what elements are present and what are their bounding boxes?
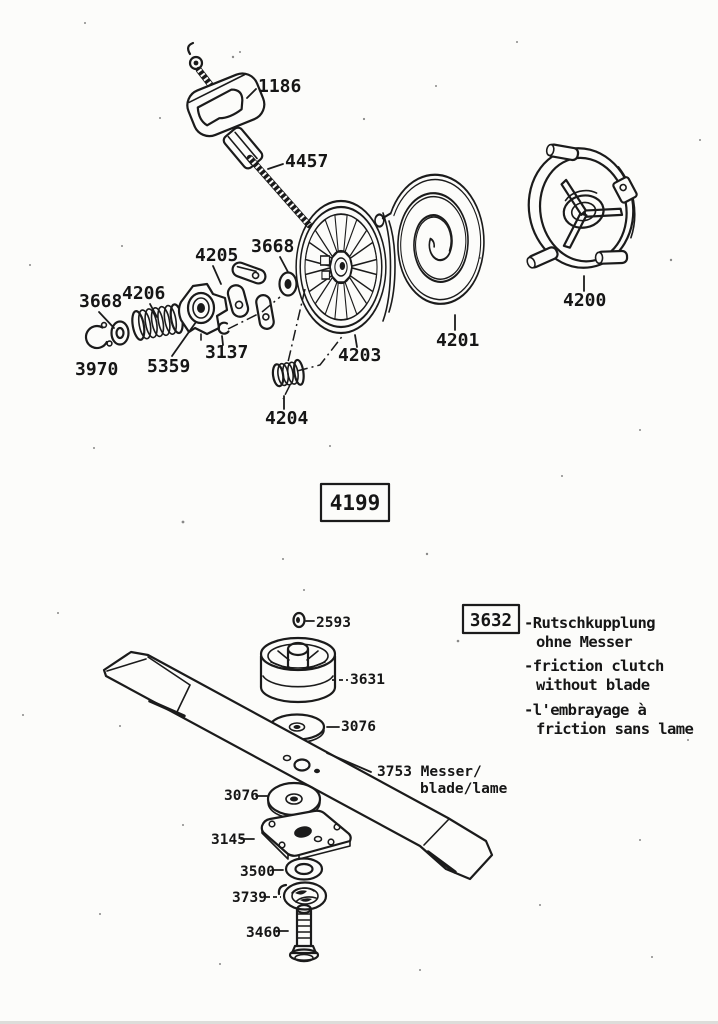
part-label-3460: 3460 — [246, 925, 281, 941]
scan-noise — [0, 22, 718, 1024]
rope-knot — [186, 41, 204, 71]
clamp-plate-3145 — [260, 809, 352, 860]
starter-handle — [186, 72, 266, 138]
part-label-3668-left: 3668 — [79, 291, 122, 312]
part-label-3668-right: 3668 — [251, 236, 294, 257]
part-label-3970: 3970 — [75, 359, 118, 380]
assembly-axis-lines — [227, 288, 345, 400]
leader-lines-lower — [240, 620, 372, 932]
part-label-4200: 4200 — [563, 290, 606, 311]
spiral-spring — [374, 173, 485, 305]
leader-lines-upper — [98, 88, 585, 410]
rope-pulley — [295, 199, 396, 335]
note-fr-line2: friction sans lame — [536, 720, 693, 738]
cam-5359 — [177, 282, 229, 341]
note-block: -Rutschkupplung ohne Messer -friction cl… — [524, 614, 694, 738]
part-label-3145: 3145 — [211, 832, 246, 848]
bolt-3460 — [288, 903, 320, 963]
o-ring-2593 — [292, 611, 306, 629]
note-en-line1: -friction clutch — [524, 657, 664, 675]
part-label-4457: 4457 — [285, 151, 328, 172]
washer-3500 — [284, 857, 324, 881]
part-label-4204: 4204 — [265, 408, 309, 429]
part-label-1186: 1186 — [258, 76, 301, 97]
starter-housing — [524, 142, 638, 271]
housing-bracket — [612, 176, 638, 204]
note-de-line2: ohne Messer — [536, 633, 632, 651]
note-ref-box: 3632 — [461, 603, 521, 635]
part-label-3500: 3500 — [240, 864, 275, 880]
part-label-2593: 2593 — [316, 615, 351, 631]
washer-3668-left — [110, 320, 130, 346]
part-label-3739: 3739 — [232, 890, 267, 906]
small-spring-4204 — [271, 358, 305, 388]
pawl-set-4205 — [226, 261, 275, 330]
note-de-line1: -Rutschkupplung — [524, 614, 655, 632]
clutch-bell-3631 — [259, 636, 337, 704]
part-label-3076-lower: 3076 — [224, 788, 259, 804]
figure-ref-label: 4199 — [330, 491, 381, 515]
part-label-3076-upper: 3076 — [341, 719, 376, 735]
circlip-3970 — [84, 321, 113, 350]
part-label-3137: 3137 — [205, 342, 248, 363]
note-fr-line1: -l'embrayage à — [524, 701, 647, 719]
part-label-4201: 4201 — [436, 330, 479, 351]
note-ref-label: 3632 — [470, 611, 512, 631]
note-en-line2: without blade — [536, 676, 650, 694]
clip-3137 — [217, 321, 230, 335]
spring-washer-3739 — [277, 881, 328, 911]
washer-3668-right — [278, 271, 298, 297]
starter-rope — [246, 154, 313, 229]
part-label-3753: 3753 Messer/ — [377, 764, 482, 780]
part-label-3753-sub: blade/lame — [420, 781, 508, 797]
part-label-4203: 4203 — [338, 345, 381, 366]
part-label-4206: 4206 — [122, 283, 165, 304]
part-label-5359: 5359 — [147, 356, 190, 377]
coil-spring-4206 — [131, 303, 184, 341]
part-label-3631: 3631 — [350, 672, 385, 688]
figure-ref-box: 4199 — [319, 482, 391, 523]
part-label-4205: 4205 — [195, 245, 238, 266]
